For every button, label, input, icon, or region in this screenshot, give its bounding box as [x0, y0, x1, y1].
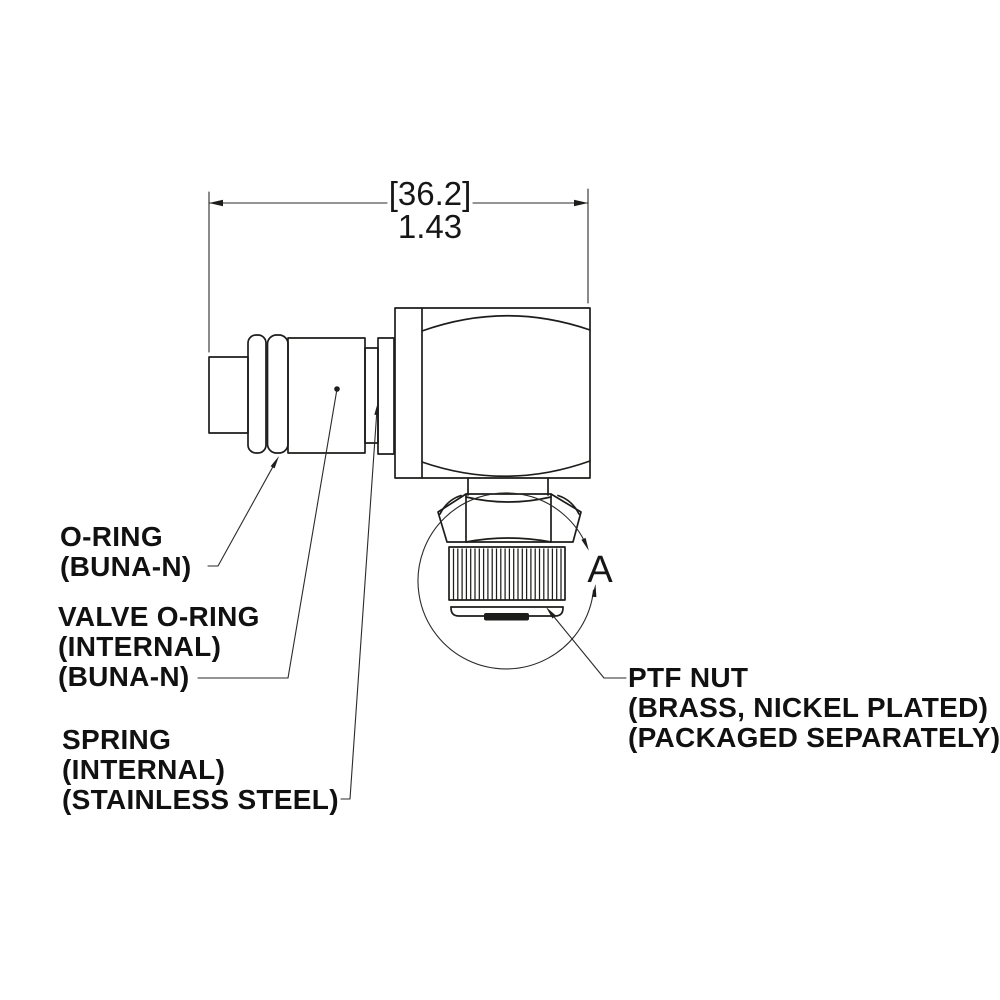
o-ring-label-line2: (BUNA-N) [60, 551, 191, 582]
callout-labels: O-RING (BUNA-N) VALVE O-RING (INTERNAL) … [58, 521, 1000, 815]
ptf-nut-label-line1: PTF NUT [628, 662, 748, 693]
o-ring-leader-arrow [270, 456, 279, 469]
valve-o-ring-label-line1: VALVE O-RING [58, 601, 260, 632]
dimension-group: [36.2] 1.43 [208, 175, 589, 353]
leader-lines [197, 386, 627, 800]
o-ring-label-line1: O-RING [60, 521, 163, 552]
detail-arc-arrow-upper [581, 537, 589, 551]
nut-knurl-outline [448, 546, 566, 608]
elbow-bottom-arc [421, 460, 591, 478]
collet-ring [247, 334, 267, 454]
nut-bottom-slot [484, 613, 529, 621]
fitting-outline [208, 307, 591, 621]
dimension-arrow-right [574, 199, 588, 207]
detail-circle-group: A [417, 492, 613, 670]
o-ring-label: O-RING (BUNA-N) [60, 521, 191, 582]
detail-circle-arc [417, 492, 595, 670]
hex-chamfer-bottom [465, 537, 552, 543]
tube-stem [208, 356, 249, 434]
dimension-imperial-text: 1.43 [398, 208, 462, 245]
spring-label-line2: (INTERNAL) [62, 754, 225, 785]
valve-o-ring-label: VALVE O-RING (INTERNAL) (BUNA-N) [58, 601, 260, 692]
ptf-nut-leader [553, 616, 627, 679]
detail-arc-arrow-lower [591, 584, 597, 598]
nut-collar [467, 477, 549, 496]
spring-label-line3: (STAINLESS STEEL) [62, 784, 339, 815]
spring-label-line1: SPRING [62, 724, 171, 755]
elbow-body [394, 307, 591, 479]
nut-knurl-lines [452, 548, 562, 600]
ptf-nut-label-line2: (BRASS, NICKEL PLATED) [628, 692, 988, 723]
o-ring-leader [207, 466, 274, 567]
valve-o-ring-label-line2: (INTERNAL) [58, 631, 221, 662]
valve-o-ring-label-line3: (BUNA-N) [58, 661, 189, 692]
cartridge-washer [377, 337, 395, 455]
valve-o-ring-leader-dot [334, 386, 340, 392]
spring-leader-arrow [374, 402, 379, 416]
ptf-nut-label: PTF NUT (BRASS, NICKEL PLATED) (PACKAGED… [628, 662, 1000, 753]
o-ring-ring [266, 334, 289, 454]
detail-view-letter: A [587, 549, 613, 591]
dimension-arrow-left [209, 199, 223, 207]
hex-chamfer-left [439, 494, 462, 515]
spring-label: SPRING (INTERNAL) (STAINLESS STEEL) [62, 724, 339, 815]
spring-leader [340, 414, 378, 800]
hex-chamfer-right [557, 494, 580, 515]
dimension-metric-text: [36.2] [389, 175, 472, 212]
valve-o-ring-leader [197, 388, 338, 679]
cartridge-cylinder [287, 337, 366, 454]
elbow-top-arc [421, 314, 591, 332]
ptf-nut-label-line3: (PACKAGED SEPARATELY) [628, 722, 1000, 753]
ptf-nut-leader-arrow [546, 607, 556, 619]
